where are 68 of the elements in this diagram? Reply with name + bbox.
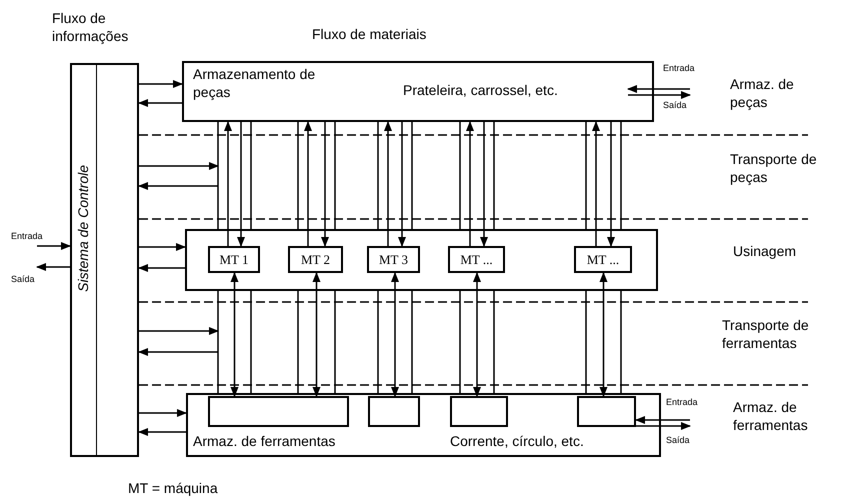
box-title: Armazenamento de peças bbox=[193, 66, 316, 101]
storage-slot bbox=[450, 396, 508, 427]
arrow bbox=[230, 272, 238, 397]
arrow bbox=[304, 121, 312, 246]
arrow bbox=[600, 272, 608, 397]
flow-heading: Fluxo de informações bbox=[52, 10, 130, 45]
machine-label: MT 2 bbox=[300, 252, 330, 268]
arrow bbox=[37, 242, 71, 250]
machine-box bbox=[288, 246, 343, 273]
machine-box bbox=[367, 246, 420, 273]
machine-box bbox=[448, 246, 505, 273]
arrow bbox=[312, 272, 320, 397]
flow-heading: Fluxo de materiais bbox=[312, 26, 428, 44]
arrow bbox=[384, 121, 392, 246]
machine-label: MT 1 bbox=[219, 252, 248, 268]
layer-label: Usinagem bbox=[733, 243, 798, 260]
arrow bbox=[635, 416, 690, 424]
edge-label: Saída bbox=[10, 275, 36, 285]
layer-label: Transporte de ferramentas bbox=[722, 317, 810, 352]
arrow bbox=[139, 243, 186, 251]
arrow bbox=[466, 121, 474, 246]
edge-label: Entrada bbox=[665, 398, 699, 408]
arrow bbox=[398, 122, 406, 247]
arrow bbox=[139, 327, 219, 335]
layer-label: Armaz. de peças bbox=[730, 76, 795, 111]
control-system-panel bbox=[70, 63, 139, 457]
arrow bbox=[237, 122, 245, 247]
arrow bbox=[592, 121, 600, 246]
machine-label: MT ... bbox=[586, 252, 620, 268]
machine-label: MT 3 bbox=[378, 252, 408, 268]
storage-slot bbox=[208, 396, 349, 427]
arrow bbox=[321, 122, 329, 247]
box-title: Armaz. de ferramentas bbox=[193, 433, 336, 450]
edge-label: Entrada bbox=[662, 64, 696, 74]
edge-label: Entrada bbox=[10, 232, 44, 242]
storage-box bbox=[186, 393, 661, 457]
box-note: Corrente, círculo, etc. bbox=[450, 433, 585, 450]
arrow bbox=[138, 428, 186, 436]
arrow bbox=[36, 263, 70, 271]
storage-box bbox=[182, 61, 654, 122]
arrow bbox=[391, 272, 399, 397]
layer-label: Transporte de peças bbox=[730, 151, 818, 186]
arrow bbox=[138, 182, 218, 190]
arrow bbox=[138, 348, 218, 356]
arrow bbox=[627, 85, 690, 93]
storage-slot bbox=[577, 396, 636, 427]
arrow bbox=[607, 122, 615, 247]
arrow bbox=[138, 99, 182, 107]
edge-label: Saída bbox=[665, 436, 691, 446]
arrow bbox=[139, 409, 187, 417]
box-note: Prateleira, carrossel, etc. bbox=[403, 82, 559, 100]
vertical-label: Sistema de Controle bbox=[75, 165, 92, 292]
machine-box bbox=[574, 246, 632, 273]
arrow bbox=[224, 121, 232, 246]
arrow bbox=[636, 422, 691, 430]
arrow bbox=[628, 91, 691, 99]
arrow bbox=[139, 162, 219, 170]
machine-label: MT ... bbox=[460, 252, 493, 268]
machine-box bbox=[208, 246, 260, 273]
arrow bbox=[138, 264, 185, 272]
arrow bbox=[480, 122, 488, 247]
arrow bbox=[139, 80, 183, 88]
storage-slot bbox=[368, 396, 420, 427]
layer-label: Armaz. de ferramentas bbox=[733, 399, 809, 434]
arrow bbox=[473, 272, 481, 397]
note: MT = máquina bbox=[128, 480, 219, 498]
edge-label: Saída bbox=[662, 101, 688, 111]
machining-box bbox=[185, 229, 658, 291]
